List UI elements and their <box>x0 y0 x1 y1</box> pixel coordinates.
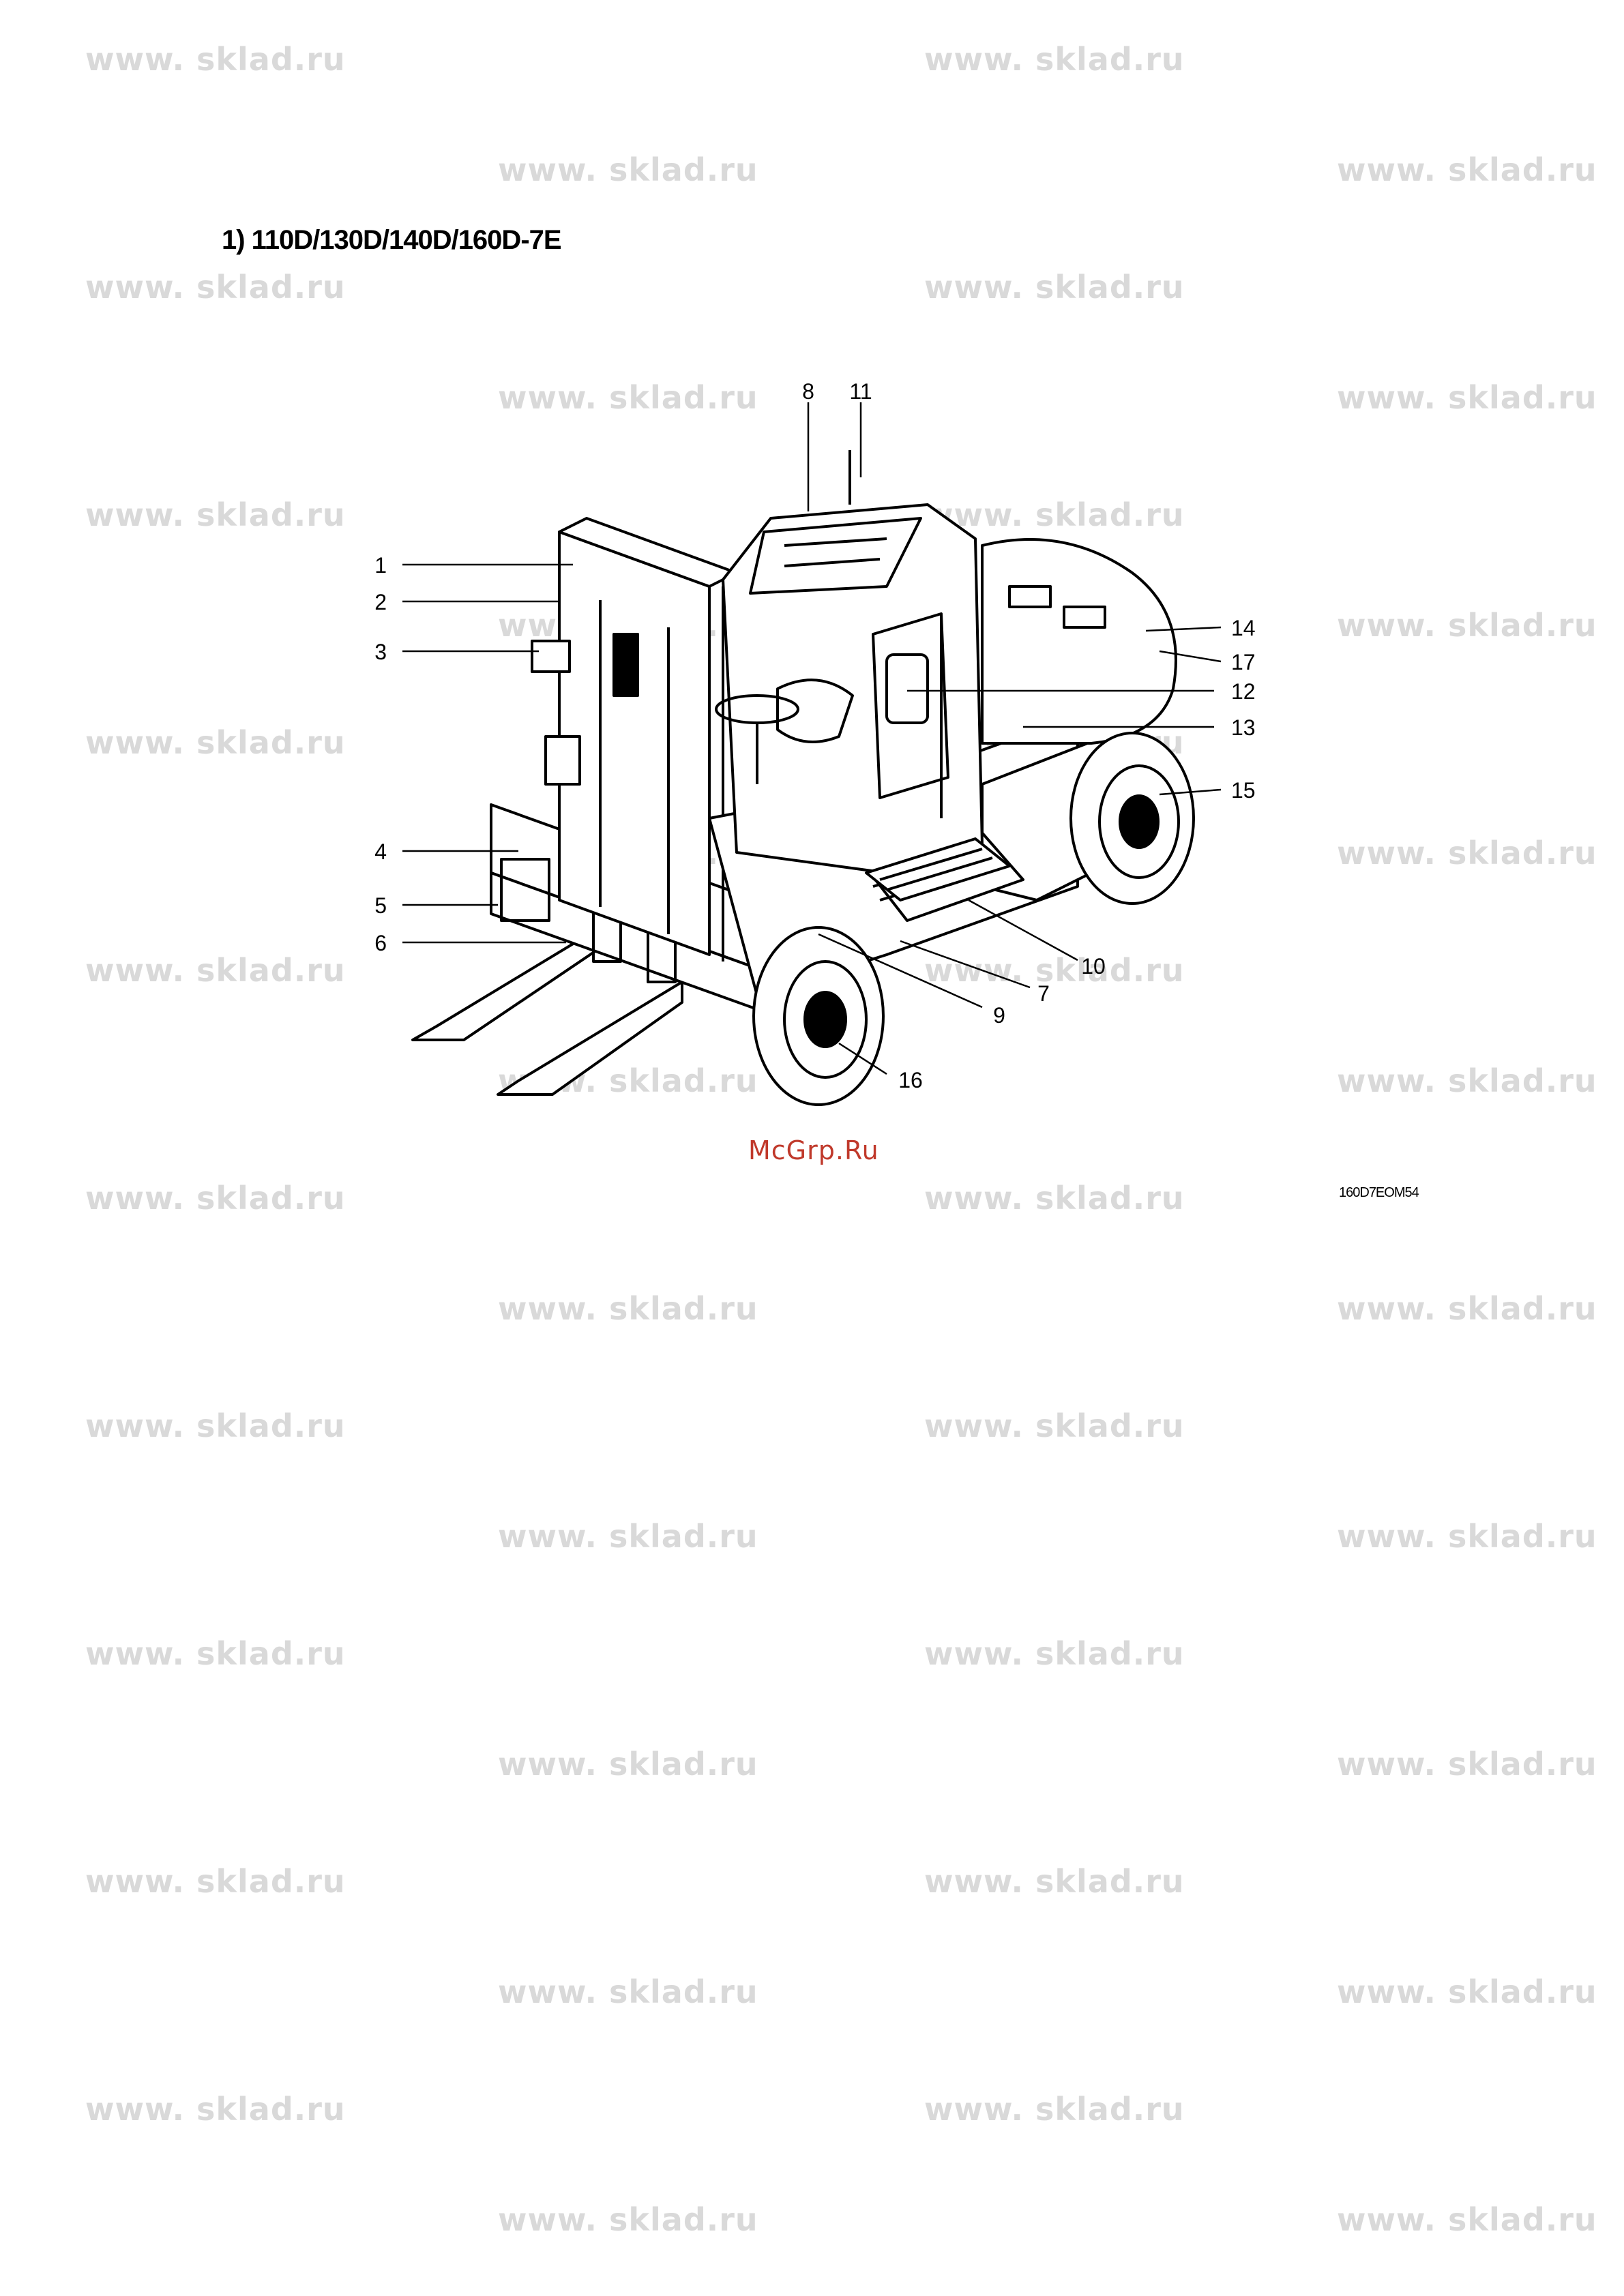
front-wheel <box>752 926 885 1106</box>
leader-lines <box>402 402 1222 1075</box>
work-light <box>531 640 571 673</box>
callout-14: 14 <box>1231 616 1256 640</box>
callout-11: 11 <box>849 379 872 404</box>
callout-2: 2 <box>374 590 387 614</box>
callout-10: 10 <box>1081 954 1106 979</box>
cabin-step <box>865 837 1011 901</box>
callout-labels: 1 2 3 4 5 6 7 8 9 10 11 12 13 14 17 15 1… <box>374 379 1255 1092</box>
callout-7: 7 <box>1037 981 1050 1006</box>
callout-6: 6 <box>374 931 387 955</box>
callout-4: 4 <box>374 839 387 864</box>
counterweight <box>981 538 1177 745</box>
mast <box>544 517 738 961</box>
callout-12: 12 <box>1231 679 1256 704</box>
callout-17: 17 <box>1231 650 1256 674</box>
rear-wheel <box>1069 732 1195 905</box>
figure-code: 160D7EOM54 <box>1339 1185 1419 1200</box>
publisher-stamp: McGrp.Ru <box>748 1135 879 1165</box>
callout-15: 15 <box>1231 778 1256 803</box>
callout-9: 9 <box>993 1003 1005 1028</box>
callout-1: 1 <box>374 553 387 578</box>
callout-13: 13 <box>1231 715 1256 740</box>
section-title: 1) 110D/130D/140D/160D-7E <box>222 225 562 255</box>
operator-seat <box>715 679 854 784</box>
callout-16: 16 <box>898 1068 923 1092</box>
cabin <box>722 503 984 874</box>
callout-5: 5 <box>374 893 387 918</box>
callout-8: 8 <box>802 379 814 404</box>
callout-3: 3 <box>374 640 387 664</box>
